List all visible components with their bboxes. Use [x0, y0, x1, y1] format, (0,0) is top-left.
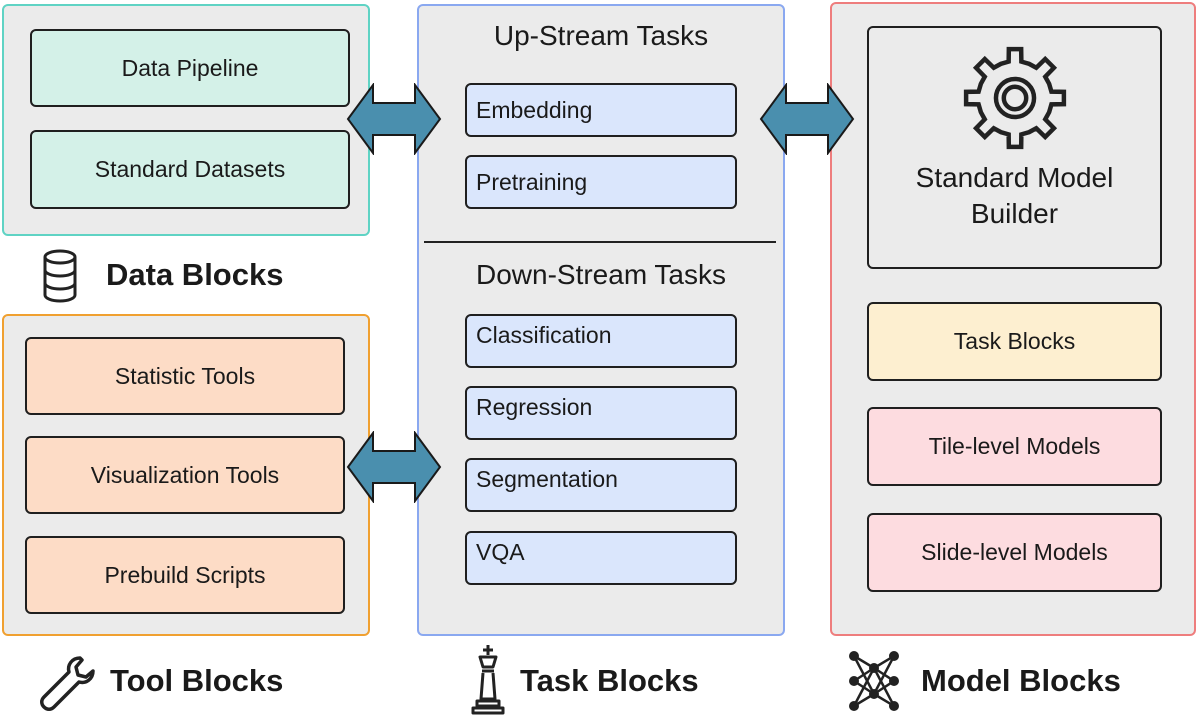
classification-block[interactable]: Classification — [465, 314, 737, 368]
double-arrow-task-model — [759, 83, 855, 155]
standard-datasets-block[interactable]: Standard Datasets — [30, 130, 350, 209]
chess-king-icon — [471, 645, 505, 715]
embedding-block[interactable]: Embedding — [465, 83, 737, 137]
segmentation-block[interactable]: Segmentation — [465, 458, 737, 512]
data-pipeline-block[interactable]: Data Pipeline — [30, 29, 350, 107]
slide-level-models-block[interactable]: Slide-level Models — [867, 513, 1162, 592]
vqa-block[interactable]: VQA — [465, 531, 737, 585]
database-icon — [43, 249, 77, 303]
regression-block[interactable]: Regression — [465, 386, 737, 440]
gear-icon — [963, 46, 1066, 150]
task-blocks-label: Task Blocks — [520, 663, 699, 698]
double-arrow-tool-task — [346, 431, 442, 503]
upstream-tasks-heading: Up-Stream Tasks — [493, 20, 709, 51]
model-blocks-label: Model Blocks — [921, 663, 1121, 698]
builder-line-2: Builder — [970, 198, 1059, 229]
tool-blocks-label: Tool Blocks — [110, 663, 284, 698]
double-arrow-data-task — [346, 83, 442, 155]
standard-model-builder-block[interactable]: Standard Model Builder — [867, 26, 1162, 269]
pretraining-block[interactable]: Pretraining — [465, 155, 737, 209]
data-blocks-label: Data Blocks — [106, 257, 284, 292]
prebuild-scripts-block[interactable]: Prebuild Scripts — [25, 536, 345, 614]
neural-network-icon — [849, 651, 899, 711]
section-divider — [424, 241, 776, 243]
statistic-tools-block[interactable]: Statistic Tools — [25, 337, 345, 415]
task-blocks-block[interactable]: Task Blocks — [867, 302, 1162, 381]
visualization-tools-block[interactable]: Visualization Tools — [25, 436, 345, 514]
tile-level-models-block[interactable]: Tile-level Models — [867, 407, 1162, 486]
wrench-icon — [40, 656, 95, 711]
builder-line-1: Standard Model — [915, 162, 1114, 193]
downstream-tasks-heading: Down-Stream Tasks — [475, 259, 726, 290]
